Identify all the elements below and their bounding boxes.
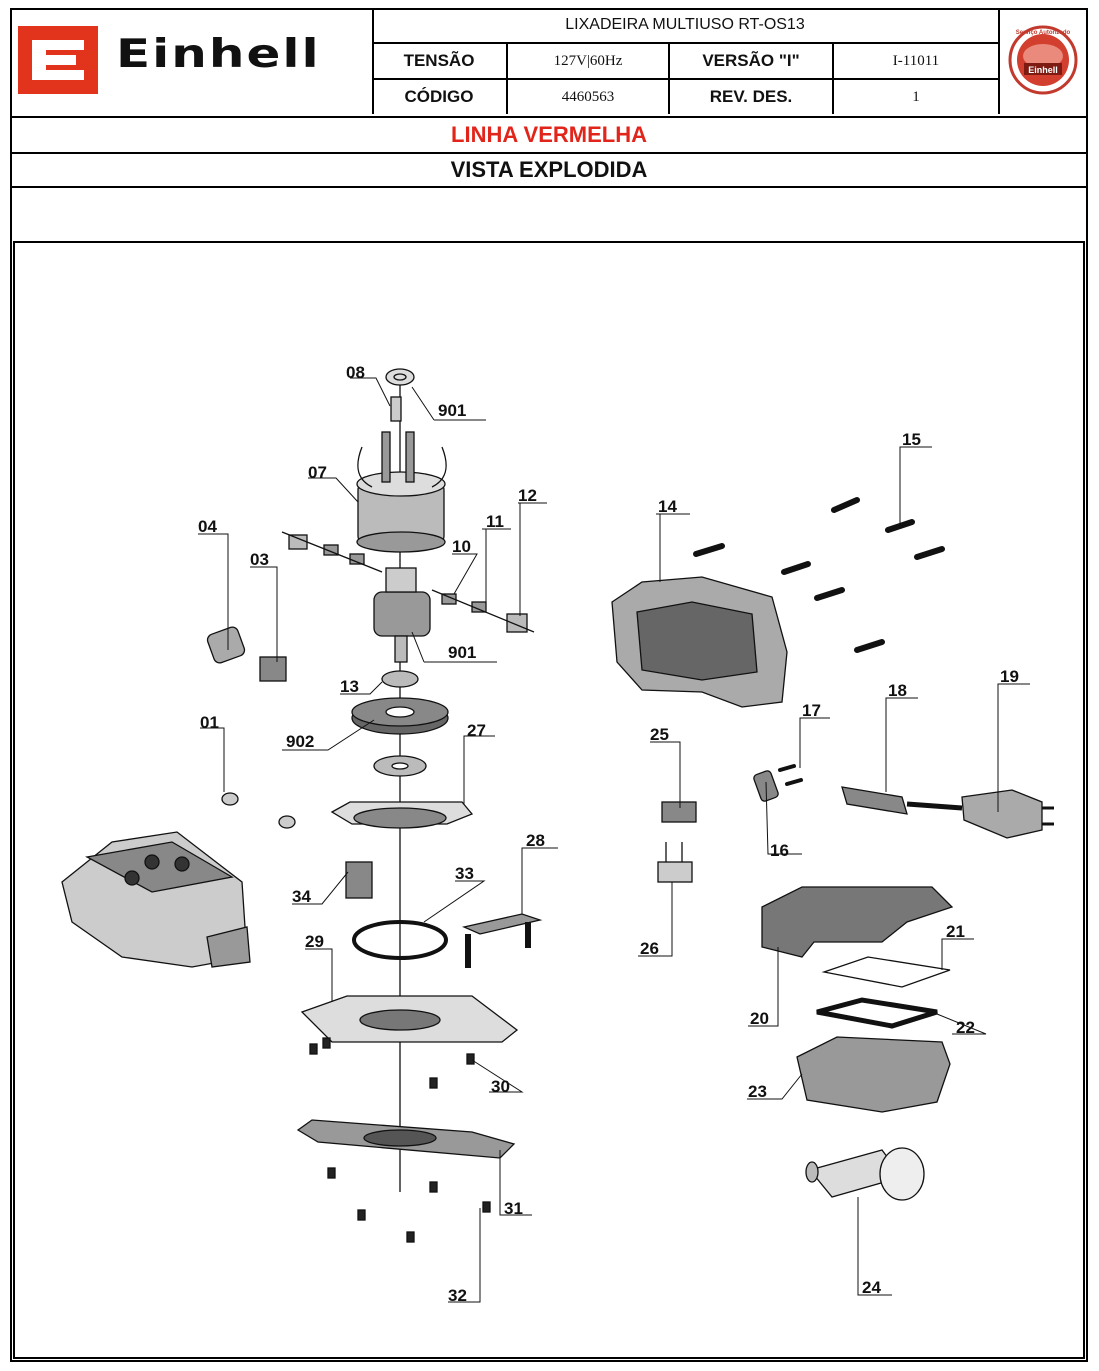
code-label: CÓDIGO <box>372 80 508 114</box>
product-title: LIXADEIRA MULTIUSO RT-OS13 <box>372 8 998 44</box>
part-27 <box>330 801 474 829</box>
part-24 <box>805 1147 925 1201</box>
part-26 <box>657 842 693 883</box>
label-18: 18 <box>888 681 907 700</box>
drawing-sheet <box>10 8 1088 1362</box>
label-26: 26 <box>640 939 659 958</box>
part-20 <box>761 886 954 958</box>
label-16: 16 <box>770 841 789 860</box>
version-label: VERSÃO "I" <box>670 44 834 80</box>
part-01b <box>278 815 296 829</box>
label-21: 21 <box>946 922 965 941</box>
version-value: I-11011 <box>834 44 998 80</box>
authorized-service-badge: Einhell Serviço Autorizado <box>998 8 1088 114</box>
label-22: 22 <box>956 1018 975 1037</box>
label-901-top: 901 <box>438 401 466 420</box>
label-11: 11 <box>486 512 504 531</box>
part-901-top <box>385 368 415 386</box>
part-32 <box>327 1167 491 1243</box>
part-22 <box>816 997 938 1029</box>
empty-band <box>10 188 1088 238</box>
label-03: 03 <box>250 550 269 569</box>
label-17: 17 <box>802 701 821 720</box>
rev-value: 1 <box>912 88 920 105</box>
label-12: 12 <box>518 486 537 505</box>
label-10: 10 <box>452 537 471 556</box>
brand-logo: Einhell <box>10 8 374 114</box>
title-block: Einhell LIXADEIRA MULTIUSO RT-OS13 TENSÃ… <box>10 8 1088 116</box>
badge-top-text: Serviço Autorizado <box>1016 30 1071 36</box>
label-901-mid: 901 <box>448 643 476 662</box>
part-34 <box>345 861 373 899</box>
label-31: 31 <box>504 1199 523 1218</box>
part-17 <box>778 764 803 786</box>
part-33 <box>352 920 448 960</box>
einhell-e-icon <box>18 26 98 94</box>
label-19: 19 <box>1000 667 1019 686</box>
part-902 <box>351 697 449 735</box>
part-brushes-right <box>431 589 535 633</box>
label-13: 13 <box>340 677 359 696</box>
part-21 <box>821 956 951 988</box>
part-28 <box>461 913 543 968</box>
label-07: 07 <box>308 463 327 482</box>
part-brushes-left <box>281 531 383 573</box>
brand-wordmark: Einhell <box>116 30 321 77</box>
label-14: 14 <box>658 497 677 516</box>
label-01: 01 <box>200 713 219 732</box>
part-29 <box>300 995 519 1043</box>
exploded-view: 08 901 07 04 03 10 11 12 901 13 902 01 2… <box>13 241 1085 1359</box>
part-armature <box>373 567 431 663</box>
part-08 <box>390 396 402 422</box>
part-03 <box>259 656 287 682</box>
label-27: 27 <box>467 721 486 740</box>
code-value: 4460563 <box>508 80 670 114</box>
part-25 <box>661 801 697 823</box>
label-04: 04 <box>198 517 217 536</box>
part-07 <box>356 431 447 553</box>
voltage-value: 127V|60Hz <box>508 44 670 80</box>
label-28: 28 <box>526 831 545 850</box>
rev-label: REV. DES. <box>670 80 834 114</box>
label-15: 15 <box>902 430 921 449</box>
leader-lines <box>198 377 1030 1303</box>
badge-brand-text: Einhell <box>1028 65 1058 75</box>
part-13 <box>381 670 419 688</box>
label-25: 25 <box>650 725 669 744</box>
part-30 <box>309 1037 475 1089</box>
part-18-19 <box>841 786 1054 839</box>
label-20: 20 <box>750 1009 769 1028</box>
part-04 <box>206 626 246 664</box>
line-name: LINHA VERMELHA <box>10 116 1088 152</box>
part-23 <box>796 1036 951 1113</box>
label-34: 34 <box>292 887 311 906</box>
part-14 <box>611 576 788 708</box>
part-01 <box>221 792 239 806</box>
label-32: 32 <box>448 1286 467 1305</box>
label-23: 23 <box>748 1082 767 1101</box>
label-08: 08 <box>346 363 365 382</box>
label-24: 24 <box>862 1278 881 1297</box>
label-33: 33 <box>455 864 474 883</box>
part-labels: 08 901 07 04 03 10 11 12 901 13 902 01 2… <box>198 363 1019 1305</box>
label-30: 30 <box>491 1077 510 1096</box>
label-902: 902 <box>286 732 314 751</box>
view-title: VISTA EXPLODIDA <box>10 152 1088 188</box>
label-29: 29 <box>305 932 324 951</box>
assembled-sander <box>61 831 251 968</box>
part-31 <box>296 1119 516 1159</box>
exploded-view-svg: 08 901 07 04 03 10 11 12 901 13 902 01 2… <box>61 363 1054 1305</box>
voltage-label: TENSÃO <box>372 44 508 80</box>
